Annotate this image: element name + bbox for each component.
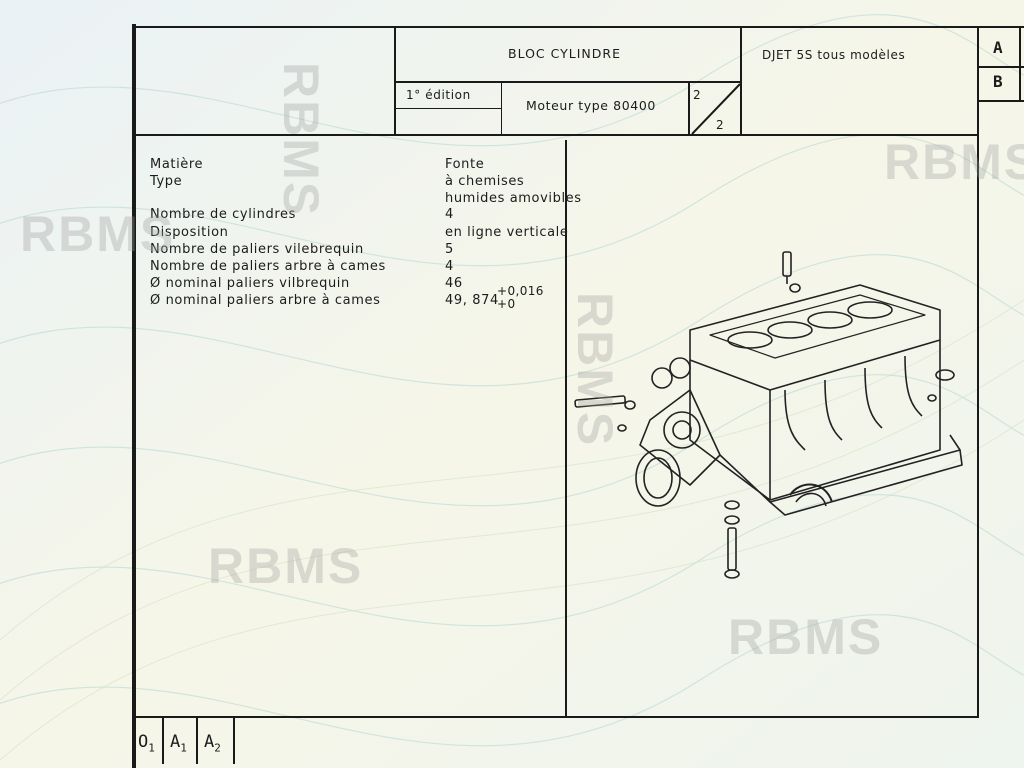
page-fraction-slash: [691, 83, 741, 135]
ab-box-bottom: [978, 100, 1024, 102]
footer-divider-2: [196, 718, 198, 764]
spec-value: Fonte: [445, 157, 485, 172]
header-bottom-border: [134, 134, 979, 136]
spec-label: Nombre de paliers arbre à cames: [150, 259, 386, 274]
page-total: 2: [716, 118, 725, 132]
engine-block-exploded-icon: [574, 251, 963, 579]
tolerance-lower: +0: [497, 297, 516, 311]
spec-value: à chemises: [445, 174, 525, 189]
ab-box-right: [1019, 26, 1021, 102]
spec-label: Ø nominal paliers vilbrequin: [150, 276, 350, 291]
box-b-label: B: [993, 72, 1003, 91]
revision-box-a1: A1: [170, 732, 187, 755]
spec-label: Disposition: [150, 225, 229, 240]
spec-label: Nombre de cylindres: [150, 207, 296, 222]
edition-label: 1° édition: [406, 88, 471, 102]
spec-value: 49, 874: [445, 293, 499, 308]
spec-value: 4: [445, 259, 454, 274]
revision-box-o1: O1: [138, 732, 155, 755]
vehicle-model: DJET 5S tous modèles: [762, 48, 906, 62]
spec-value: 46: [445, 276, 463, 291]
box-a-label: A: [993, 38, 1003, 57]
footer-divider-3: [233, 718, 235, 764]
spec-label: Type: [150, 174, 183, 189]
header-mid-line: [396, 81, 741, 83]
header-divider-1: [394, 26, 396, 136]
engine-type: Moteur type 80400: [526, 98, 656, 113]
page-number: 2: [693, 88, 702, 102]
header-divider-3: [977, 26, 979, 136]
spec-value: 5: [445, 242, 454, 257]
ab-box-line: [978, 66, 1024, 68]
body-bottom-border: [134, 716, 979, 718]
spec-label: Matière: [150, 157, 204, 172]
spec-label: Ø nominal paliers arbre à cames: [150, 293, 381, 308]
spec-value: 4: [445, 207, 454, 222]
revision-box-a2: A2: [204, 732, 221, 755]
spec-value: humides amovibles: [445, 191, 582, 206]
top-border: [134, 26, 1024, 28]
footer-divider-1: [162, 718, 164, 764]
spec-label: Nombre de paliers vilebrequin: [150, 242, 364, 257]
document-title: BLOC CYLINDRE: [508, 46, 621, 61]
left-border: [132, 24, 136, 768]
header-divider-2: [740, 26, 742, 136]
tolerance-upper: +0,016: [497, 284, 544, 298]
edition-line: [396, 108, 502, 109]
body-right-border: [977, 134, 979, 718]
page-box-divider: [688, 82, 690, 135]
spec-value: en ligne verticale: [445, 225, 569, 240]
body-divider: [565, 140, 567, 716]
edition-divider: [501, 82, 502, 135]
